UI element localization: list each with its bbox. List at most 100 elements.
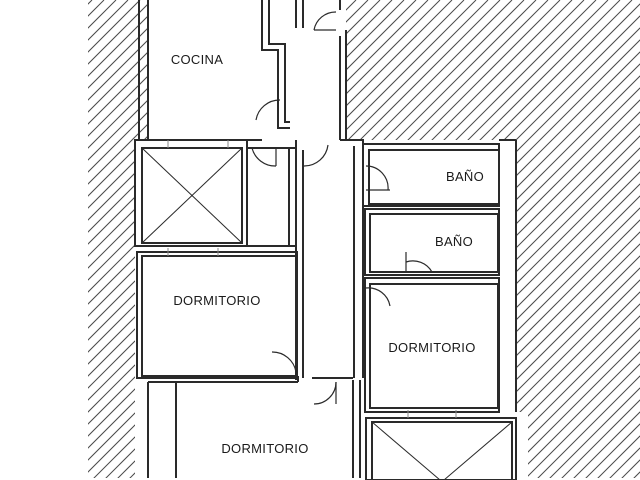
hatch-line [88, 0, 148, 478]
hatch-line [88, 0, 148, 478]
hatch-line [0, 0, 320, 480]
hatch-line [536, 0, 640, 480]
hatch-line [439, 0, 640, 478]
hatch-line [346, 0, 441, 478]
hatch-line [0, 0, 200, 480]
hatch-line [631, 0, 640, 478]
hatch-line [608, 0, 640, 480]
room-label-cocina: COCINA [171, 52, 223, 67]
hatch-line [346, 0, 537, 478]
hatch-line [88, 0, 148, 478]
hatch-line [548, 0, 640, 480]
hatch-line [0, 0, 236, 480]
hatch-line [88, 0, 148, 478]
hatch-line [346, 0, 381, 478]
hatch-line [463, 0, 640, 478]
hatch-line [0, 0, 8, 480]
hatch-line [512, 0, 640, 480]
hatch-line [88, 0, 141, 478]
hatch-line [0, 0, 248, 480]
hatch-line [346, 0, 561, 478]
hatch-line [88, 0, 148, 478]
hatch-line [88, 0, 148, 478]
hatch-line [499, 0, 640, 478]
hatch-line [0, 0, 104, 480]
hatch-line [346, 0, 501, 478]
hatch-line [346, 0, 573, 478]
hatch-line [88, 0, 117, 478]
hatch-line [571, 0, 640, 478]
hatch-line [88, 0, 93, 478]
hatch-line [0, 0, 8, 480]
hatch-line [0, 0, 20, 480]
hatch-line [0, 0, 344, 480]
hatch-line [547, 0, 640, 478]
right-shaft-x-mark [371, 421, 513, 480]
hatch-line [451, 0, 640, 478]
hatch-line [346, 0, 549, 478]
hatch-line [0, 0, 212, 480]
hatch-line [572, 0, 640, 480]
hatch-line [0, 0, 140, 480]
hatch-line [0, 0, 176, 480]
hatch-line [0, 0, 116, 480]
hatch-line [0, 0, 224, 480]
room-label-dormitorio-3: DORMITORIO [221, 441, 308, 456]
hatch-line [0, 0, 32, 480]
hatch-line [0, 0, 56, 480]
hatch-line [88, 0, 129, 478]
left-shaft-x-mark [141, 147, 243, 244]
hatch-line [346, 0, 405, 478]
hatch-line [607, 0, 640, 478]
hatch-line [88, 0, 148, 478]
hatch-line [488, 0, 640, 480]
hatch-line [0, 0, 44, 480]
hatch-line [88, 0, 148, 478]
hatch-line [500, 0, 640, 480]
window-marks [167, 140, 457, 418]
hatch-line [88, 0, 148, 478]
hatch-line [0, 0, 32, 480]
hatch-line [346, 0, 393, 478]
hatch-line [88, 0, 148, 478]
hatch-line [346, 0, 585, 478]
hatch-line [0, 0, 68, 480]
hatch-line [535, 0, 640, 478]
room-label-dormitorio-2: DORMITORIO [388, 340, 475, 355]
hatch-line [346, 0, 453, 478]
hatch-line [88, 0, 148, 478]
hatch-line [88, 0, 148, 478]
hatch-line [346, 0, 525, 478]
hatch-line [0, 0, 308, 480]
hatch-line [346, 0, 477, 478]
hatch-line [0, 0, 188, 480]
hatch-line [620, 0, 640, 480]
hatch-line [88, 0, 148, 478]
room-label-bano-1: BAÑO [446, 169, 484, 184]
hatch-line [346, 0, 429, 478]
hatch-line [0, 0, 56, 480]
hatch-line [88, 0, 148, 478]
hatch-line [88, 0, 148, 478]
hatch-line [619, 0, 640, 478]
hatch-line [0, 0, 92, 480]
hatch-line [511, 0, 640, 478]
hatch-line [0, 0, 128, 480]
hatch-line [0, 0, 152, 480]
hatch-line [524, 0, 640, 480]
hatch-line [0, 0, 68, 480]
hatch-line [0, 0, 80, 480]
hatch-line [88, 0, 148, 478]
hatch-line [88, 0, 148, 478]
hatch-line [346, 0, 513, 478]
hatch-line [487, 0, 640, 478]
hatch-line [0, 0, 44, 480]
hatch-line [346, 0, 465, 478]
walls [134, 0, 517, 480]
hatch-line [0, 0, 80, 480]
hatch-line [88, 0, 148, 478]
